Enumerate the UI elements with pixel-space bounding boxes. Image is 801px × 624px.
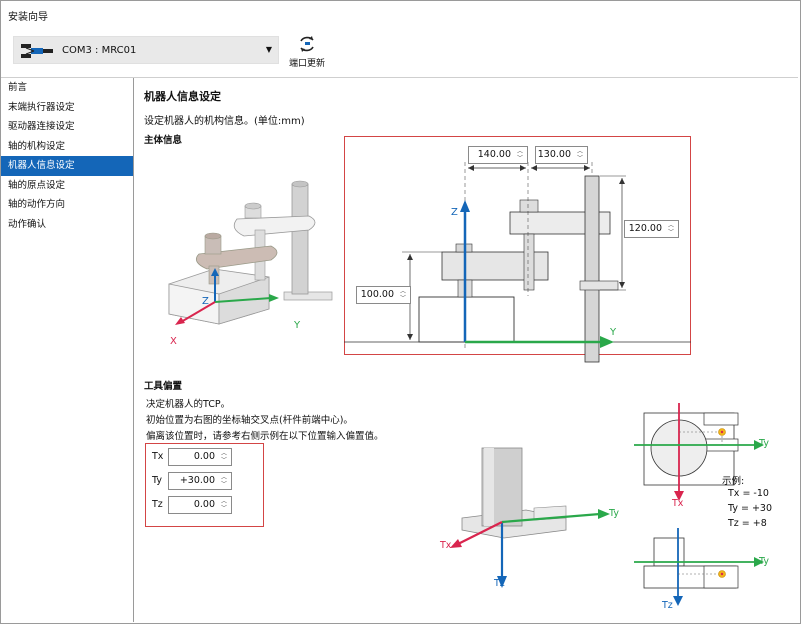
connector-icon <box>21 44 53 58</box>
axis-tx-label-3d: Tx <box>440 540 452 551</box>
sidebar-item-preface[interactable]: 前言 <box>8 82 28 93</box>
axis-x-label-3d: X <box>170 336 177 347</box>
stepper-arrows-icon[interactable]: ︿﹀ <box>399 288 406 302</box>
stepper-arrows-icon[interactable]: ︿﹀ <box>516 148 523 162</box>
tool-offset-line1: 决定机器人的TCP。 <box>146 399 231 410</box>
page-title: 机器人信息设定 <box>144 90 221 103</box>
port-value: COM3 : MRC01 <box>62 45 137 56</box>
tz-label: Tz <box>152 499 163 510</box>
example-ty: Ty = +30 <box>728 503 772 514</box>
base-height-stepper[interactable]: 100.00 ︿﹀ <box>356 286 411 304</box>
axis-ty-label-top: Ty <box>759 438 769 449</box>
ty-value: +30.00 <box>179 475 215 486</box>
stroke-stepper[interactable]: 120.00 ︿﹀ <box>624 220 679 238</box>
tx-value: 0.00 <box>193 451 215 462</box>
axis-y-label: Y <box>610 327 617 338</box>
sidebar-item-motion-check[interactable]: 动作确认 <box>8 218 47 230</box>
stepper-arrows-icon[interactable]: ︿﹀ <box>667 222 674 236</box>
axis-z-label-3d: Z <box>202 296 209 307</box>
ty-stepper[interactable]: +30.00 ︿﹀ <box>168 472 232 490</box>
sidebar-item-end-effector[interactable]: 末端执行器设定 <box>8 101 75 113</box>
ty-label: Ty <box>152 475 162 486</box>
tz-stepper[interactable]: 0.00 ︿﹀ <box>168 496 232 514</box>
arm1-length-value: 140.00 <box>477 149 511 160</box>
axis-ty-label-3d: Ty <box>609 508 619 519</box>
port-select[interactable]: COM3 : MRC01 ▼ <box>13 36 279 64</box>
arm2-length-stepper[interactable]: 130.00 ︿﹀ <box>535 146 588 164</box>
tx-label: Tx <box>152 451 164 462</box>
refresh-icon <box>300 36 314 52</box>
stepper-arrows-icon[interactable]: ︿﹀ <box>220 474 227 488</box>
body-info-heading: 主体信息 <box>144 135 183 146</box>
tz-value: 0.00 <box>193 499 215 510</box>
stepper-arrows-icon[interactable]: ︿﹀ <box>220 450 227 464</box>
tx-stepper[interactable]: 0.00 ︿﹀ <box>168 448 232 466</box>
base-height-value: 100.00 <box>360 289 394 300</box>
stroke-value: 120.00 <box>628 223 662 234</box>
tool-offset-line3: 偏离该位置时，请参考右侧示例在以下位置输入偏置值。 <box>146 431 384 442</box>
sidebar-item-robot-info[interactable]: 机器人信息设定 <box>1 156 133 176</box>
robot-dimension-diagram <box>344 162 691 363</box>
sidebar-item-axis-direction[interactable]: 轴的动作方向 <box>8 199 66 210</box>
robot-3d-illustration <box>168 180 333 325</box>
axis-tz-label-3d: Tz <box>494 578 505 589</box>
port-refresh-button[interactable]: 端口更新 <box>285 34 329 70</box>
tool-top-view-diagram <box>634 403 764 501</box>
port-refresh-label: 端口更新 <box>288 59 325 69</box>
toolbar-divider <box>1 77 798 78</box>
stepper-arrows-icon[interactable]: ︿﹀ <box>576 148 583 162</box>
tool-offset-box <box>145 443 264 527</box>
chevron-down-icon: ▼ <box>265 45 272 54</box>
page-description: 设定机器人的机构信息。(单位:mm) <box>144 116 305 127</box>
sidebar-item-axis-mechanism[interactable]: 轴的机构设定 <box>8 140 66 152</box>
arm2-length-value: 130.00 <box>537 149 571 160</box>
axis-y-label-3d: Y <box>294 320 301 331</box>
axis-tz-label-side: Tz <box>662 600 673 611</box>
example-tx: Tx = -10 <box>728 488 769 499</box>
axis-tx-label-top: Tx <box>672 498 684 509</box>
main-panel: 机器人信息设定 设定机器人的机构信息。(单位:mm) 主体信息 Z Y X <box>134 78 798 622</box>
axis-ty-label-side: Ty <box>759 556 769 567</box>
window-title: 安装向导 <box>8 12 48 23</box>
body-info-diagram <box>344 136 691 355</box>
sidebar-item-axis-origin[interactable]: 轴的原点设定 <box>8 179 66 191</box>
sidebar-item-driver-connection[interactable]: 驱动器连接设定 <box>8 121 75 132</box>
tool-3d-illustration <box>450 447 610 588</box>
stepper-arrows-icon[interactable]: ︿﹀ <box>220 498 227 512</box>
axis-z-label: Z <box>451 207 458 218</box>
sidebar: 前言 末端执行器设定 驱动器连接设定 轴的机构设定 机器人信息设定 轴的原点设定… <box>1 78 134 622</box>
tool-offset-line2: 初始位置为右图的坐标轴交叉点(杆件前端中心)。 <box>146 415 353 426</box>
example-title: 示例: <box>722 476 745 487</box>
arm1-length-stepper[interactable]: 140.00 ︿﹀ <box>468 146 528 164</box>
tool-offset-heading: 工具偏置 <box>144 381 183 392</box>
example-tz: Tz = +8 <box>728 518 767 529</box>
tool-side-view-diagram <box>634 528 764 606</box>
